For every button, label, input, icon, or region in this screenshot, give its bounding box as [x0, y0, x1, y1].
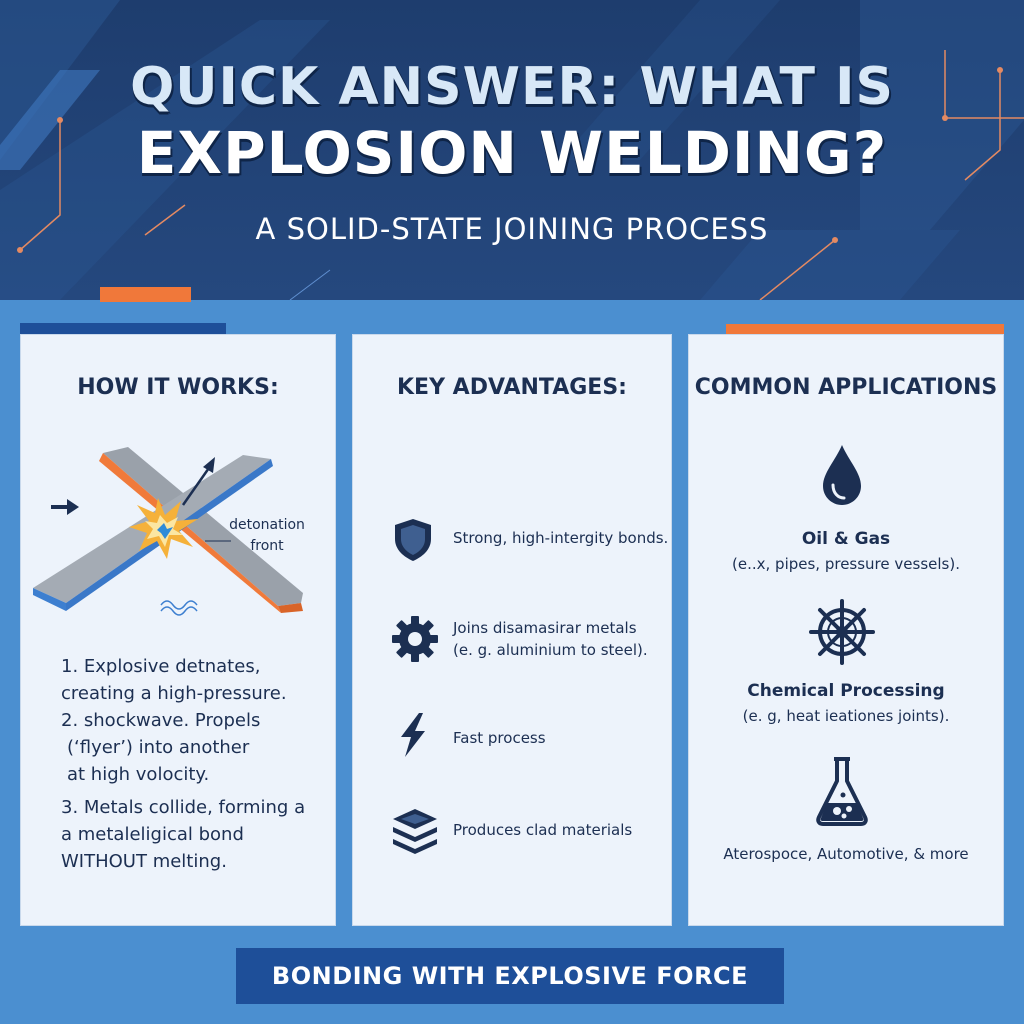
droplet-icon — [823, 445, 861, 505]
accent-bar-right-orange — [726, 324, 1004, 335]
application-name: Oil & Gas — [801, 529, 891, 549]
title-line-1: QUICK ANSWER: WHAT IS — [130, 57, 894, 117]
advantage-label-line-1: Produces clad materials — [453, 821, 633, 839]
common-applications-panel: COMMON APPLICATIONS Oil & Gas (e..x, pip… — [688, 334, 1004, 926]
page-subtitle: A SOLID-STATE JOINING PROCESS — [255, 212, 769, 246]
how-it-works-title: HOW IT WORKS: — [77, 375, 279, 400]
application-description: Aterospoce, Automotive, & more — [723, 845, 969, 863]
process-steps: 1. Explosive detnates, creating a high-p… — [61, 653, 331, 875]
detonation-label: detonation front — [217, 515, 317, 557]
advantage-item: Joins disamasirar metals (e. g. aluminiu… — [389, 613, 689, 663]
step-line: at high volocity. — [67, 764, 210, 785]
shield-icon — [395, 519, 431, 561]
accent-bar-left-orange — [100, 287, 191, 302]
how-it-works-panel: HOW IT WORKS: detonation front 1. Explos… — [20, 334, 336, 926]
application-description: (e. g, heat ieationes joints). — [742, 707, 950, 725]
step-line: WITHOUT melting. — [61, 851, 227, 872]
application-description: (e..x, pipes, pressure vessels). — [732, 555, 960, 573]
step-line: creating a high-pressure. — [61, 683, 287, 704]
ship-wheel-icon — [809, 599, 875, 665]
step-line: 3. Metals collide, forming a — [61, 797, 306, 818]
explosion-welding-diagram — [33, 447, 303, 616]
key-advantages-panel: KEY ADVANTAGES: Strong, high-intergity b… — [352, 334, 672, 926]
gear-icon — [392, 616, 438, 662]
advantage-label-line-1: Joins disamasirar metals — [453, 619, 637, 637]
title-line-2: EXPLOSION WELDING? — [136, 119, 888, 187]
common-applications-title: COMMON APPLICATIONS — [694, 375, 998, 400]
advantage-item: Fast process — [389, 711, 689, 761]
header-decoration — [0, 0, 1024, 300]
step-line: 2. shockwave. Propels — [61, 710, 261, 731]
detonation-label-line-1: detonation — [229, 517, 305, 533]
advantage-label: Joins disamasirar metals (e. g. aluminiu… — [453, 617, 648, 661]
advantage-label: Strong, high-intergity bonds. — [453, 527, 668, 549]
advantage-label: Fast process — [453, 727, 546, 749]
step-line: 1. Explosive detnates, — [61, 656, 261, 677]
accent-bar-left-navy — [20, 323, 226, 335]
advantage-label-line-1: Fast process — [453, 729, 546, 747]
advantage-label-line-2: (e. g. aluminium to steel). — [453, 641, 648, 659]
page-title: QUICK ANSWER: WHAT IS EXPLOSION WELDING? — [0, 54, 1024, 186]
step-line: (‘flyer’) into another — [67, 737, 250, 758]
advantage-item: Strong, high-intergity bonds. — [389, 515, 689, 565]
layers-icon — [393, 809, 437, 854]
advantage-item: Produces clad materials — [389, 805, 689, 855]
advantage-label: Produces clad materials — [453, 819, 632, 841]
advantage-label-line-1: Strong, high-intergity bonds. — [453, 529, 669, 547]
lightning-icon — [401, 713, 425, 757]
key-advantages-title: KEY ADVANTAGES: — [397, 375, 627, 400]
footer-banner: BONDING WITH EXPLOSIVE FORCE — [236, 948, 784, 1004]
step-line: a metaleligical bond — [61, 824, 244, 845]
detonation-label-line-2: front — [250, 538, 284, 554]
application-name: Chemical Processing — [747, 681, 945, 701]
header-banner: QUICK ANSWER: WHAT IS EXPLOSION WELDING?… — [0, 0, 1024, 300]
flask-icon — [816, 757, 868, 826]
